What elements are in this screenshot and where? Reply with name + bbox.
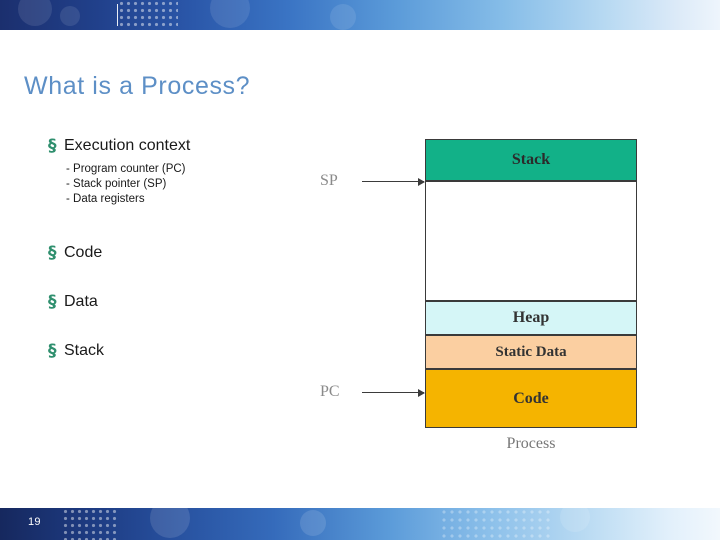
banner-bubble [60, 6, 80, 26]
section-marker-icon: § [48, 292, 57, 312]
banner-dot-pattern [118, 0, 178, 30]
sub-list-item: - Data registers [66, 193, 145, 205]
top-banner [0, 0, 720, 30]
banner-bubble [560, 508, 590, 532]
program-counter-label: PC [320, 383, 340, 400]
bullet-label: Execution context [64, 137, 191, 154]
list-item: § Stack [48, 341, 348, 361]
page-title: What is a Process? [24, 72, 251, 100]
bullet-list: § Execution context - Program counter (P… [48, 136, 348, 363]
list-item: § Code [48, 243, 348, 263]
program-counter-arrow-icon [362, 388, 425, 397]
banner-bubble [150, 508, 190, 538]
section-marker-icon: § [48, 341, 57, 361]
banner-bubble [330, 4, 356, 30]
banner-bubble [300, 510, 326, 536]
banner-dot-pattern [62, 508, 118, 540]
section-marker-icon: § [48, 243, 57, 263]
page-number: 19 [28, 516, 41, 528]
stack-pointer-label: SP [320, 172, 338, 189]
sub-list: - Program counter (PC) - Stack pointer (… [66, 162, 348, 207]
memory-segment-static-data: Static Data [425, 335, 637, 369]
stack-pointer-arrow-icon [362, 177, 425, 186]
bullet-label: Code [64, 244, 103, 261]
banner-dot-pattern [440, 508, 550, 540]
section-marker-icon: § [48, 136, 57, 156]
sub-list-item: - Program counter (PC) [66, 163, 186, 175]
process-memory-diagram: SP PC Stack Heap Static Data Code Proces… [300, 130, 700, 470]
banner-bubble [210, 0, 250, 28]
memory-segment-free [425, 181, 637, 301]
banner-divider [117, 4, 118, 26]
sub-list-item: - Stack pointer (SP) [66, 178, 167, 190]
memory-segment-heap: Heap [425, 301, 637, 335]
bottom-banner [0, 508, 720, 540]
memory-segment-stack: Stack [425, 139, 637, 181]
memory-segment-code: Code [425, 369, 637, 428]
diagram-caption: Process [506, 435, 556, 452]
list-item: § Execution context [48, 136, 348, 156]
bullet-label: Stack [64, 342, 105, 359]
bullet-label: Data [64, 293, 98, 310]
banner-bubble [18, 0, 52, 26]
list-item: § Data [48, 292, 348, 312]
